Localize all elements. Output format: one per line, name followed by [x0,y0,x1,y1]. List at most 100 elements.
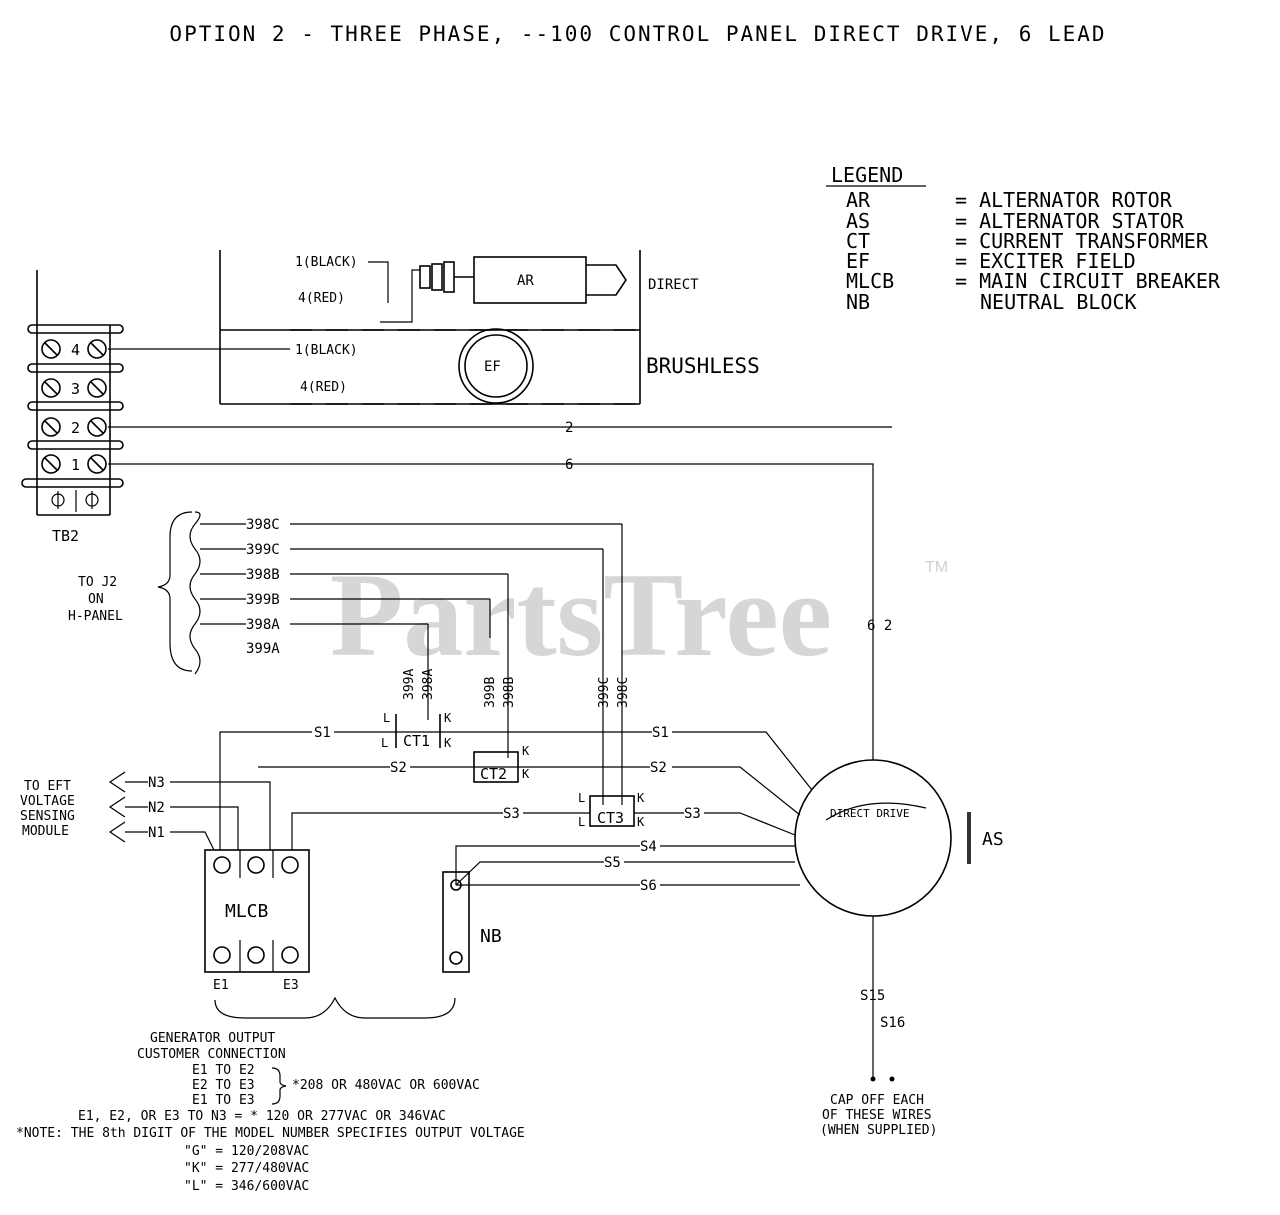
sensing-wires: TO J2 ON H-PANEL 398C 399C 398B 399B 398… [68,511,631,805]
rotor-label: AR [517,273,534,289]
wire-label: S3 [684,806,701,822]
wire-label: S6 [640,878,657,894]
legend-code: AS [846,209,870,233]
ct-mark: L [578,791,585,805]
ct-lead-label: 399A [402,669,417,700]
output-code: "K" = 277/480VAC [184,1161,309,1176]
terminal-screw-icon [87,378,107,398]
wire-label: S1 [314,725,331,741]
ct-mark: L [381,736,388,750]
main-circuit-breaker: MLCB E1 E3 [204,849,456,1019]
page-title: OPTION 2 - THREE PHASE, --100 CONTROL PA… [169,22,1106,46]
terminal-screw-icon [41,454,61,474]
output-heading: GENERATOR OUTPUT [150,1031,275,1046]
wire-label: 6 [565,457,573,473]
mounting-screw-icon [85,491,99,509]
sensing-note: ON [88,592,104,607]
sensing-wire-label: 398A [246,617,280,633]
ct-lead-label: 398C [616,677,631,708]
current-transformer-ct3: CT3 L L K K [578,791,645,829]
watermark-tm: TM [925,559,948,576]
module-label: TO EFT [24,779,71,794]
alternator-stator: DIRECT DRIVE AS S15 S16 CAP OFF EACH OF … [794,759,1004,1138]
legend: LEGEND AR = ALTERNATOR ROTOR AS = ALTERN… [826,163,1221,314]
terminal-number: 2 [71,419,80,437]
wire-label: 4(RED) [298,291,345,306]
sensing-note: H-PANEL [68,609,123,624]
sensing-wire-label: 399C [246,542,280,558]
legend-desc: NEUTRAL BLOCK [980,290,1137,314]
module-label: SENSING [20,809,75,824]
current-transformer-ct1: CT1 L L K K [381,711,452,750]
wire-label: N2 [148,800,165,816]
wire-label: 1(BLACK) [295,255,358,270]
wire-label: 2 [565,420,573,436]
ct-mark: K [522,767,530,781]
voltage-sensing-module: TO EFT VOLTAGE SENSING MODULE N3 N2 N1 [20,771,271,851]
terminal-number: 3 [71,380,80,398]
legend-code: MLCB [846,269,894,293]
terminal-block-tb2: 4 3 2 1 TB2 [21,270,124,545]
cap-note: CAP OFF EACH [830,1093,924,1108]
terminal-screw-icon [41,378,61,398]
output-pair: E2 TO E3 [192,1078,255,1093]
wire-label: S3 [503,806,520,822]
ct-mark: K [444,711,452,725]
sensing-note: TO J2 [78,575,117,590]
output-code: "L" = 346/600VAC [184,1179,309,1194]
wire-label: S4 [640,839,657,855]
wire-label: S2 [650,760,667,776]
terminal-number: 4 [71,341,80,359]
stator-label: AS [982,829,1004,850]
ct-mark: K [444,736,452,750]
wire-label: 1(BLACK) [295,343,358,358]
sensing-wire-label: 398B [246,567,280,583]
legend-desc: = ALTERNATOR ROTOR [955,188,1173,212]
output-heading: CUSTOMER CONNECTION [137,1047,286,1062]
ct-mark: K [637,815,645,829]
sensing-wire-label: 398C [246,517,280,533]
module-label: MODULE [22,824,69,839]
terminal-label: E1 [213,978,229,993]
terminal-screw-icon [41,339,61,359]
cap-note: (WHEN SUPPLIED) [820,1123,937,1138]
direct-label: DIRECT [648,277,699,293]
ct-lead-label: 398A [421,669,436,700]
sensing-wire-label: 399B [246,592,280,608]
neutral-block: NB [442,871,502,973]
ct-mark: K [522,744,530,758]
output-ln: E1, E2, OR E3 TO N3 = * 120 OR 277VAC OR… [78,1109,446,1124]
watermark: PartsTree [330,548,832,681]
output-notes: GENERATOR OUTPUT CUSTOMER CONNECTION E1 … [16,1031,525,1194]
mlcb-label: MLCB [225,901,268,922]
terminal-label: E3 [283,978,299,993]
tb2-label: TB2 [52,527,79,545]
wire-label: S1 [652,725,669,741]
ct-lead-label: 399B [483,677,498,708]
terminal-screw-icon [87,454,107,474]
wire-label: S16 [880,1015,905,1031]
wire-label: S5 [604,855,621,871]
ct-mark: K [637,791,645,805]
current-transformer-ct2: CT2 K K [473,744,530,783]
nb-label: NB [480,926,502,947]
output-pair: E1 TO E3 [192,1093,255,1108]
sensing-wire-label: 399A [246,641,280,657]
slip-ring-icon [419,261,474,293]
terminal-screw-icon [87,339,107,359]
ct-label: CT1 [403,732,430,750]
ct-lead-label: 398B [502,677,517,708]
legend-code: CT [846,229,870,253]
ct-mark: L [578,815,585,829]
brushless-label: BRUSHLESS [646,354,760,378]
excitation-section: 1(BLACK) 4(RED) AR DIRECT 1(BLACK) 4(RED… [219,250,760,405]
wire-label: S15 [860,988,885,1004]
wire-label: N1 [148,825,165,841]
legend-desc: = ALTERNATOR STATOR [955,209,1185,233]
exciter-field: EF [458,328,534,404]
ct-label: CT3 [597,809,624,827]
ct-mark: L [383,711,390,725]
output-pair-value: *208 OR 480VAC OR 600VAC [292,1078,480,1093]
alternator-rotor: AR [473,256,627,304]
